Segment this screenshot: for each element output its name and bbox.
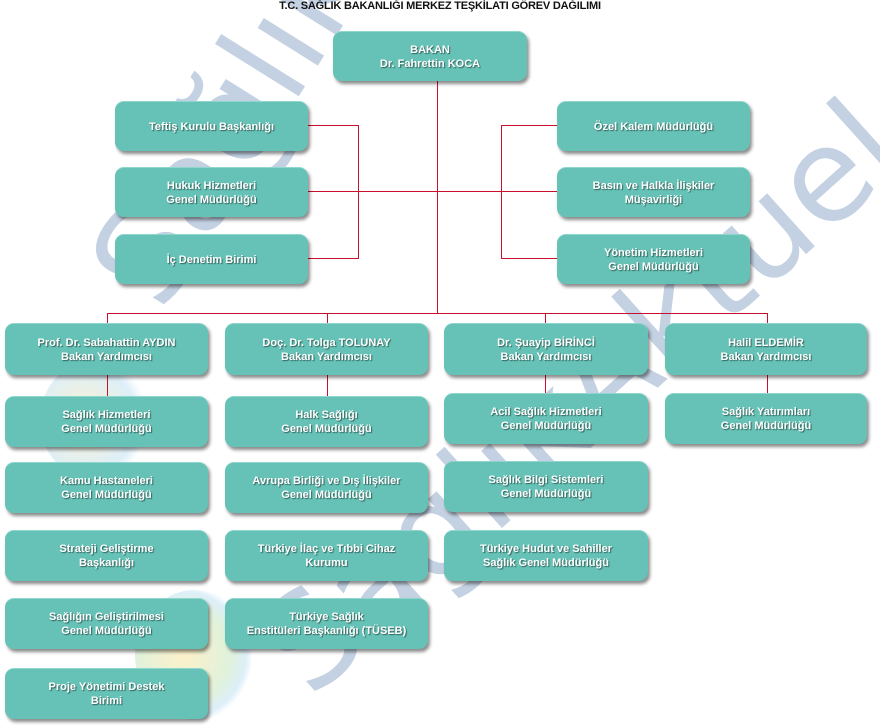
unit-box: Acil Sağlık Hizmetleri Genel Müdürlüğü [444,393,648,444]
unit-teftis-kurulu: Teftiş Kurulu Başkanlığı [115,101,308,151]
box-line: Basın ve Halkla İlişkiler [592,179,715,192]
box-line: Sağlığın Geliştirilmesi [49,611,164,623]
connector-line [308,258,358,259]
deputy-box: Halil ELDEMİR Bakan Yardımcısı [665,323,867,375]
box-line: Prof. Dr. Sabahattin AYDIN [37,336,176,349]
unit-box: Türkiye Sağlık Enstitüleri Başkanlığı (T… [225,598,428,649]
box-line: Sağlık Bilgi Sistemleri [488,474,604,486]
unit-box: Sağlık Yatırımları Genel Müdürlüğü [665,393,867,444]
box-line: Müşavirliği [624,193,683,206]
unit-box: Proje Yönetimi Destek Birimi [5,668,208,719]
box-line: Doç. Dr. Tolga TOLUNAY [262,336,391,349]
box-line: Dr. Şuayip BİRİNCİ [497,336,595,349]
unit-box: Avrupa Birliği ve Dış İlişkiler Genel Mü… [225,462,428,513]
unit-box: Sağlık Hizmetleri Genel Müdürlüğü [5,396,208,447]
box-line: Sağlık Yatırımları [721,406,811,418]
box-line: Yönetim Hizmetleri [603,246,704,259]
unit-hukuk-hizmetleri: Hukuk Hizmetleri Genel Müdürlüğü [115,167,308,217]
box-line: Özel Kalem Müdürlüğü [593,120,714,133]
unit-ic-denetim: İç Denetim Birimi [115,234,308,284]
box-line: Halil ELDEMİR [728,336,804,349]
box-line: Teftiş Kurulu Başkanlığı [148,120,275,133]
connector-line [308,191,557,192]
deputy-box: Prof. Dr. Sabahattin AYDIN Bakan Yardımc… [5,323,208,375]
unit-box: Sağlık Bilgi Sistemleri Genel Müdürlüğü [444,461,648,512]
box-line: Türkiye Hudut ve Sahiller [479,543,613,555]
box-line: İç Denetim Birimi [166,253,257,266]
box-line: Genel Müdürlüğü [500,488,592,500]
box-line: Başkanlığı [78,557,135,569]
unit-box: Sağlığın Geliştirilmesi Genel Müdürlüğü [5,598,208,649]
box-line: Halk Sağlığı [295,409,358,421]
connector-line [501,125,502,259]
deputy-box: Doç. Dr. Tolga TOLUNAY Bakan Yardımcısı [225,323,428,375]
box-line: Kurumu [305,557,348,569]
unit-box: Türkiye İlaç ve Tıbbi Cihaz Kurumu [225,530,428,581]
box-line: Birimi [90,695,123,707]
unit-basin-halkla-iliskiler: Basın ve Halkla İlişkiler Müşavirliği [557,167,750,217]
box-line: Avrupa Birliği ve Dış İlişkiler [252,475,401,487]
connector-line [308,125,358,126]
connector-line [107,313,767,314]
unit-box: Halk Sağlığı Genel Müdürlüğü [225,396,428,447]
box-line: Türkiye İlaç ve Tıbbi Cihaz [257,543,396,555]
box-line: Genel Müdürlüğü [166,193,257,206]
minister-box: BAKAN Dr. Fahrettin KOCA [333,31,527,81]
unit-box: Türkiye Hudut ve Sahiller Sağlık Genel M… [444,530,648,581]
box-line: Genel Müdürlüğü [720,420,812,432]
box-line: Kamu Hastaneleri [60,475,153,487]
box-line: Strateji Geliştirme [59,543,154,555]
box-line: Bakan Yardımcısı [500,350,592,363]
box-line: Genel Müdürlüğü [61,625,152,637]
connector-line [501,258,557,259]
box-line: Genel Müdürlüğü [281,489,372,501]
box-line: Genel Müdürlüğü [608,260,699,273]
box-line: Bakan Yardımcısı [720,350,812,363]
box-line: Sağlık Hizmetleri [62,409,151,421]
box-line: Enstitüleri Başkanlığı (TÜSEB) [246,625,407,637]
connector-line [437,80,438,313]
box-line: Sağlık Genel Müdürlüğü [483,557,609,569]
connector-line [358,125,359,259]
box-line: Bakan Yardımcısı [61,350,152,363]
box-line: Genel Müdürlüğü [281,423,372,435]
unit-yonetim-hizmetleri: Yönetim Hizmetleri Genel Müdürlüğü [557,234,750,284]
box-line: Genel Müdürlüğü [61,489,152,501]
unit-box: Strateji Geliştirme Başkanlığı [5,530,208,581]
box-line: Bakan Yardımcısı [281,350,372,363]
unit-box: Kamu Hastaneleri Genel Müdürlüğü [5,462,208,513]
box-line: Genel Müdürlüğü [500,420,592,432]
box-line: Proje Yönetimi Destek [48,681,165,693]
chart-title: T.C. SAĞLIK BAKANLIĞI MERKEZ TEŞKİLATI G… [279,0,601,12]
box-line: Dr. Fahrettin KOCA [379,57,481,70]
box-line: Acil Sağlık Hizmetleri [490,406,602,418]
connector-line [501,125,557,126]
unit-ozel-kalem: Özel Kalem Müdürlüğü [557,101,750,151]
box-line: BAKAN [410,43,450,56]
box-line: Genel Müdürlüğü [61,423,152,435]
box-line: Türkiye Sağlık [289,611,364,623]
deputy-box: Dr. Şuayip BİRİNCİ Bakan Yardımcısı [444,323,648,375]
box-line: Hukuk Hizmetleri [166,179,257,192]
